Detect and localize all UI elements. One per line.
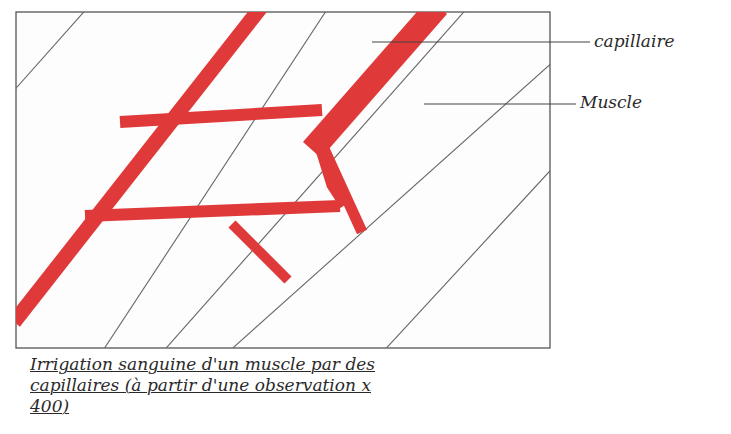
part-label: Muscle bbox=[580, 92, 642, 112]
capillaries bbox=[16, 12, 438, 322]
muscle-fibres bbox=[16, 12, 550, 348]
part-label: capillaire bbox=[594, 31, 675, 51]
leader-lines bbox=[372, 42, 590, 104]
observation-frame bbox=[16, 12, 550, 348]
figure-caption: Irrigation sanguine d'un muscle par des … bbox=[30, 354, 390, 417]
